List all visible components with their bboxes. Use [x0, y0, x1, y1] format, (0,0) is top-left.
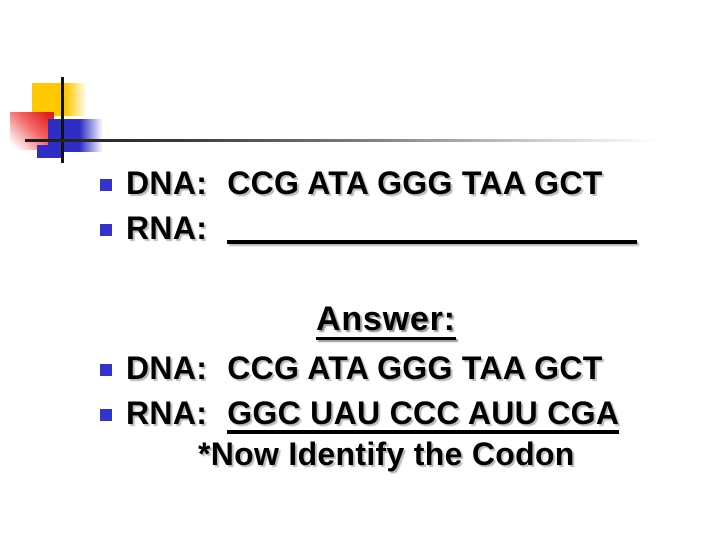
decoration-vertical-line [61, 77, 64, 163]
dna-label: DNA: [126, 165, 208, 201]
decoration-horizontal-rule [25, 139, 670, 142]
decoration-yellow-square [32, 83, 87, 116]
dna-sequence: CCG ATA GGG TAA GCT [227, 350, 603, 386]
answer-dna-text: DNA: CCG ATA GGG TAA GCT [126, 351, 603, 385]
codon-note: *Now Identify the Codon [198, 436, 575, 472]
bullet-square-icon [100, 364, 112, 376]
question-dna-text: DNA: CCG ATA GGG TAA GCT [126, 166, 603, 200]
question-rna-text: RNA: [126, 210, 638, 246]
rna-answer-blank-line [227, 240, 638, 244]
answer-dna-row: DNA: CCG ATA GGG TAA GCT [100, 351, 603, 385]
rna-label: RNA: [126, 395, 208, 431]
answer-heading: Answer: [316, 301, 456, 340]
question-dna-row: DNA: CCG ATA GGG TAA GCT [100, 166, 603, 200]
dna-sequence: CCG ATA GGG TAA GCT [227, 165, 603, 201]
bullet-square-icon [100, 224, 112, 236]
decoration-red-square [10, 112, 54, 150]
bullet-square-icon [100, 409, 112, 421]
answer-rna-row: RNA: GGC UAU CCC AUU CGA [100, 395, 620, 434]
answer-heading-text: Answer: [316, 300, 456, 340]
bullet-square-icon [100, 179, 112, 191]
rna-label: RNA: [126, 210, 208, 246]
rna-sequence-underlined: GGC UAU CCC AUU CGA [227, 396, 620, 434]
question-rna-row: RNA: [100, 210, 638, 246]
answer-rna-text: RNA: GGC UAU CCC AUU CGA [126, 395, 620, 434]
dna-label: DNA: [126, 350, 208, 386]
decoration-blue-tab [37, 145, 61, 158]
